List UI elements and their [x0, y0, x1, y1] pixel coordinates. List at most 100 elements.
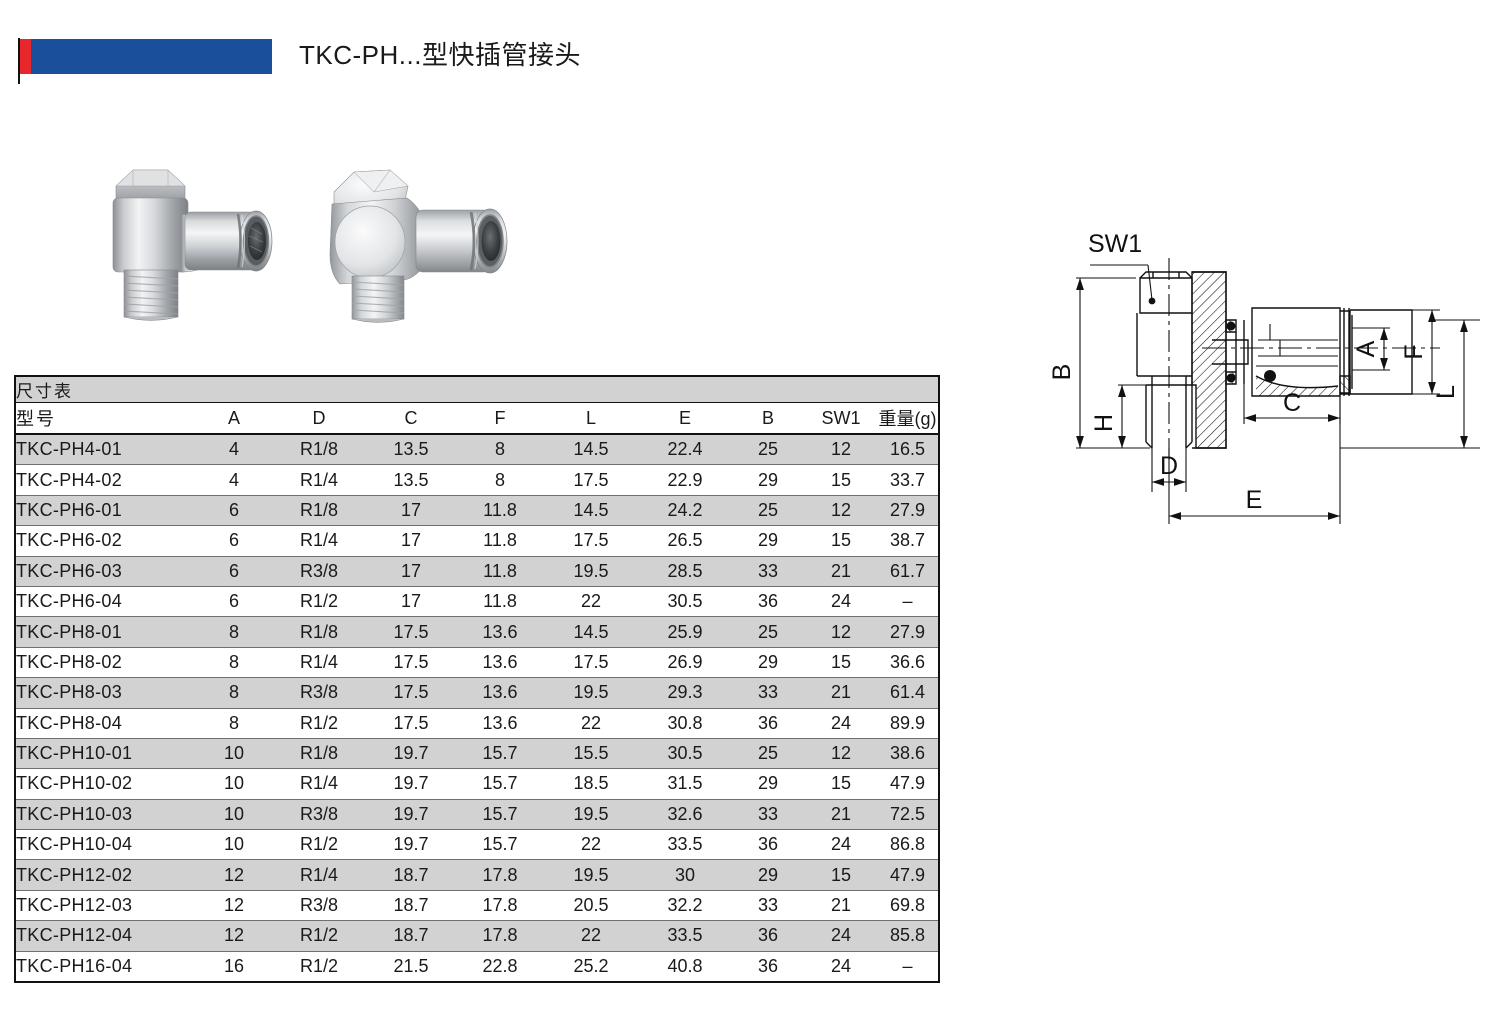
cell-value: 47.9 — [877, 859, 941, 891]
cell-value: 22 — [543, 829, 639, 861]
cell-value: 17.8 — [457, 859, 543, 891]
cell-value: 32.6 — [639, 799, 731, 831]
cell-value: 17.5 — [365, 616, 457, 648]
cell-value: 15.7 — [457, 799, 543, 831]
cell-value: 17.5 — [365, 708, 457, 739]
cell-value: 13.6 — [457, 708, 543, 739]
cell-value: 17.5 — [543, 647, 639, 679]
cell-value: 25.2 — [543, 951, 639, 984]
cell-value: 17.5 — [543, 525, 639, 557]
cell-value: 22.8 — [457, 951, 543, 984]
cell-value: 17 — [365, 556, 457, 587]
cell-model: TKC-PH6-04 — [14, 586, 195, 618]
cell-value: 21 — [805, 677, 877, 709]
cell-model: TKC-PH10-03 — [14, 799, 195, 831]
cell-value: 21 — [805, 799, 877, 831]
cell-value: 15 — [805, 525, 877, 557]
column-header-a: A — [195, 402, 273, 435]
cell-value: 30 — [639, 859, 731, 891]
cell-model: TKC-PH8-03 — [14, 677, 195, 709]
cell-value: 18.7 — [365, 859, 457, 891]
cell-value: 21 — [805, 556, 877, 587]
photo-pushin-arm — [184, 210, 273, 272]
cell-value: 17.8 — [457, 890, 543, 922]
cell-value: 15.5 — [543, 738, 639, 770]
cell-model: TKC-PH12-03 — [14, 890, 195, 922]
cell-value: R3/8 — [273, 677, 365, 709]
dimension-table: 尺寸表 型号 A D C F L E B SW1 重量(g) TKC-PH4-0… — [13, 375, 941, 984]
column-header-b: B — [731, 402, 805, 435]
cell-value: 69.8 — [877, 890, 941, 922]
cell-value: 47.9 — [877, 768, 941, 800]
column-header-f: F — [457, 402, 543, 435]
cell-value: R1/4 — [273, 464, 365, 496]
cell-value: R1/4 — [273, 647, 365, 679]
cell-value: 6 — [195, 556, 273, 587]
cell-value: 12 — [195, 890, 273, 922]
cell-value: 31.5 — [639, 768, 731, 800]
cell-value: 18.7 — [365, 920, 457, 952]
cell-value: R1/8 — [273, 495, 365, 527]
cell-value: 16 — [195, 951, 273, 984]
cell-model: TKC-PH4-02 — [14, 464, 195, 496]
cell-value: 18.5 — [543, 768, 639, 800]
cell-value: 13.6 — [457, 677, 543, 709]
product-photo-elbow-front — [86, 148, 286, 328]
cell-value: 6 — [195, 495, 273, 527]
cell-value: 4 — [195, 434, 273, 466]
photo-male-thread — [123, 269, 179, 321]
product-photo-group — [0, 118, 640, 348]
cell-value: 19.7 — [365, 799, 457, 831]
cell-model: TKC-PH6-02 — [14, 525, 195, 557]
header-rule — [18, 38, 20, 84]
cell-value: 21 — [805, 890, 877, 922]
cell-value: 17.8 — [457, 920, 543, 952]
cell-value: 14.5 — [543, 495, 639, 527]
cell-value: 27.9 — [877, 495, 941, 527]
cell-value: 11.8 — [457, 586, 543, 618]
cell-value: R3/8 — [273, 890, 365, 922]
cell-value: 33 — [731, 799, 805, 831]
cell-value: R1/8 — [273, 616, 365, 648]
cell-value: 6 — [195, 525, 273, 557]
cell-model: TKC-PH8-01 — [14, 616, 195, 648]
cell-value: 18.7 — [365, 890, 457, 922]
table-caption-row: 尺寸表 — [13, 375, 941, 403]
cell-value: 15.7 — [457, 829, 543, 861]
cell-value: 24 — [805, 920, 877, 952]
cell-value: 19.5 — [543, 859, 639, 891]
cell-value: 25 — [731, 738, 805, 770]
cell-value: 22.9 — [639, 464, 731, 496]
cell-value: 15.7 — [457, 738, 543, 770]
cell-value: 13.6 — [457, 647, 543, 679]
cell-value: 26.9 — [639, 647, 731, 679]
cell-value: 36 — [731, 708, 805, 739]
column-header-l: L — [543, 402, 639, 435]
cell-value: 13.5 — [365, 434, 457, 466]
cell-value: 14.5 — [543, 616, 639, 648]
column-header-c: C — [365, 402, 457, 435]
cell-value: 40.8 — [639, 951, 731, 984]
cell-value: 15 — [805, 464, 877, 496]
cell-value: 11.8 — [457, 525, 543, 557]
cell-value: 22 — [543, 586, 639, 618]
cell-value: 33.7 — [877, 464, 941, 496]
cell-value: 33.5 — [639, 829, 731, 861]
cell-value: 14.5 — [543, 434, 639, 466]
cell-value: 72.5 — [877, 799, 941, 831]
cell-value: 22.4 — [639, 434, 731, 466]
cell-value: 29 — [731, 768, 805, 800]
cell-value: 24 — [805, 708, 877, 739]
cell-value: 17 — [365, 495, 457, 527]
photo-elbow-body — [112, 197, 189, 273]
